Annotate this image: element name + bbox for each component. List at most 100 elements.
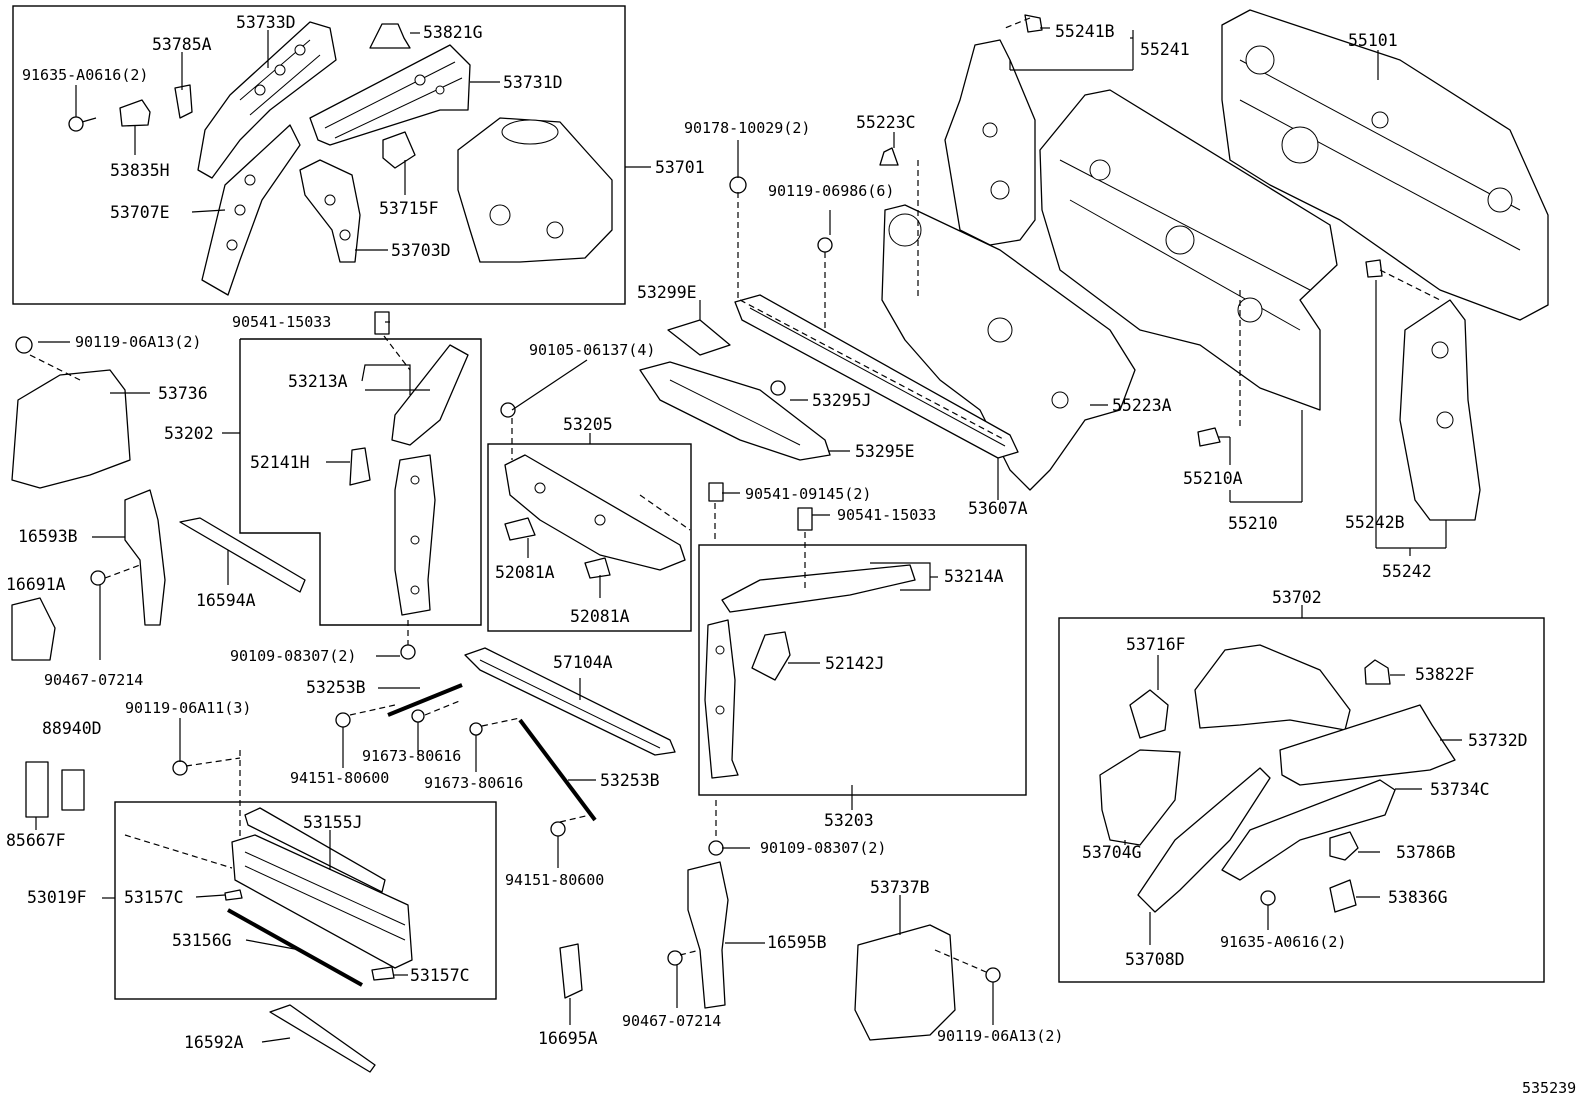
part-53157C-b-shape — [371, 966, 395, 981]
part-55210-shape — [1039, 89, 1338, 411]
part-52141H-shape — [349, 447, 371, 486]
diagram-id: 535239 — [1522, 1079, 1576, 1097]
part-52081A-b-shape — [584, 557, 611, 579]
part-53731D-shape — [309, 44, 471, 146]
stopper-90541-09145 — [708, 482, 724, 502]
label-53708D: 53708D — [1125, 950, 1185, 969]
nut-94151-a — [335, 712, 351, 728]
part-53733D-shape — [197, 21, 337, 179]
label-53157C-b: 53157C — [410, 966, 470, 985]
bolt-90119-06986 — [817, 237, 833, 253]
label-53785A: 53785A — [152, 35, 212, 54]
label-53253B-b: 53253B — [600, 771, 660, 790]
label-53202: 53202 — [164, 424, 214, 443]
bolt-90109-b — [708, 840, 724, 856]
label-53205: 53205 — [563, 415, 613, 434]
label-53786B: 53786B — [1396, 843, 1456, 862]
part-53299E-shape — [667, 319, 731, 356]
part-53785A-shape — [174, 84, 193, 119]
rod-53253B-b-shape — [518, 718, 597, 822]
part-16691A-shape — [11, 597, 56, 661]
part-53835H-shape — [119, 99, 151, 127]
label-53716F: 53716F — [1126, 635, 1186, 654]
label-53203: 53203 — [824, 811, 874, 830]
part-53155J-shape — [244, 807, 386, 893]
label-90541-09145: 90541-09145(2) — [745, 485, 871, 503]
bolt-90109-a — [400, 644, 416, 660]
label-90105-06137: 90105-06137(4) — [529, 341, 655, 359]
label-53701: 53701 — [655, 158, 705, 177]
label-90541-15033-b: 90541-15033 — [837, 506, 936, 524]
part-53707E-shape — [201, 124, 301, 296]
bolt-90119-06A11 — [172, 760, 188, 776]
part-53734C-shape — [1221, 779, 1396, 881]
part-53821G-shape — [369, 23, 411, 49]
nut-94151-b — [550, 821, 566, 837]
group-box-53019F — [114, 801, 497, 1000]
label-55101: 55101 — [1348, 31, 1398, 50]
bolt-90467-mid — [667, 950, 683, 966]
part-57104A-shape — [464, 647, 676, 756]
bolt-90467-left — [90, 570, 106, 586]
label-88940D: 88940D — [42, 719, 102, 738]
label-53707E: 53707E — [110, 203, 170, 222]
part-16594A-shape — [179, 517, 306, 593]
bolt-90105 — [500, 402, 516, 418]
label-94151-80600-a: 94151-80600 — [290, 769, 389, 787]
label-85667F: 85667F — [6, 831, 66, 850]
label-16595B: 16595B — [767, 933, 827, 952]
part-53737B-shape — [854, 924, 956, 1041]
part-52081A-a-shape — [504, 517, 536, 541]
part-16593B-shape — [124, 489, 166, 626]
group-box-53202 — [239, 338, 482, 626]
nut-90178 — [729, 176, 747, 194]
label-53155J: 53155J — [303, 813, 363, 832]
part-53715F-shape — [382, 131, 416, 169]
label-52141H: 52141H — [250, 453, 310, 472]
label-53731D: 53731D — [503, 73, 563, 92]
label-16592A: 16592A — [184, 1033, 244, 1052]
label-90109-08307-a: 90109-08307(2) — [230, 647, 356, 665]
bolt-91673-b — [469, 722, 483, 736]
label-53607A: 53607A — [968, 499, 1028, 518]
label-55242B: 55242B — [1345, 513, 1405, 532]
sensor-88940D-shape — [61, 769, 85, 811]
label-90467-07214-mid: 90467-07214 — [622, 1012, 721, 1030]
label-53715F: 53715F — [379, 199, 439, 218]
clip-55223C-shape — [879, 147, 899, 166]
part-53019F-shape — [231, 834, 413, 969]
part-55241-shape — [944, 39, 1036, 246]
clip-55242B-shape — [1365, 259, 1383, 278]
part-53702-shape — [1194, 644, 1351, 731]
part-55242-shape — [1399, 299, 1481, 521]
stopper-90541-15033-a — [374, 311, 390, 335]
label-91635-A0616-bot: 91635-A0616(2) — [1220, 933, 1346, 951]
label-55241: 55241 — [1140, 40, 1190, 59]
label-91673-80616-a: 91673-80616 — [362, 747, 461, 765]
label-53156G: 53156G — [172, 931, 232, 950]
leader-lines — [35, 27, 1462, 1043]
part-53202-shape — [394, 454, 436, 616]
part-53716F-shape — [1129, 689, 1169, 739]
part-16592A-shape — [269, 1004, 376, 1073]
label-55210A: 55210A — [1183, 469, 1243, 488]
label-53821G: 53821G — [423, 23, 483, 42]
part-53205-shape — [504, 454, 686, 571]
clip-55210A-shape — [1197, 427, 1221, 447]
part-53203-shape — [704, 619, 739, 779]
label-90467-07214-left: 90467-07214 — [44, 671, 143, 689]
part-16595B-shape — [687, 861, 729, 1009]
label-52142J: 52142J — [825, 654, 885, 673]
label-53157C-a: 53157C — [124, 888, 184, 907]
label-90178-10029: 90178-10029(2) — [684, 119, 810, 137]
label-53213A: 53213A — [288, 372, 348, 391]
label-57104A: 57104A — [553, 653, 613, 672]
label-91635-A0616-top: 91635-A0616(2) — [22, 66, 148, 84]
part-55101-shape — [1221, 9, 1549, 321]
bolt-91635-bot — [1260, 890, 1276, 906]
part-53607A-shape — [734, 294, 1019, 459]
label-90119-06A13-bot: 90119-06A13(2) — [937, 1027, 1063, 1045]
part-53704G-shape — [1099, 749, 1181, 846]
part-55223A-shape — [881, 204, 1136, 491]
label-53732D: 53732D — [1468, 731, 1528, 750]
